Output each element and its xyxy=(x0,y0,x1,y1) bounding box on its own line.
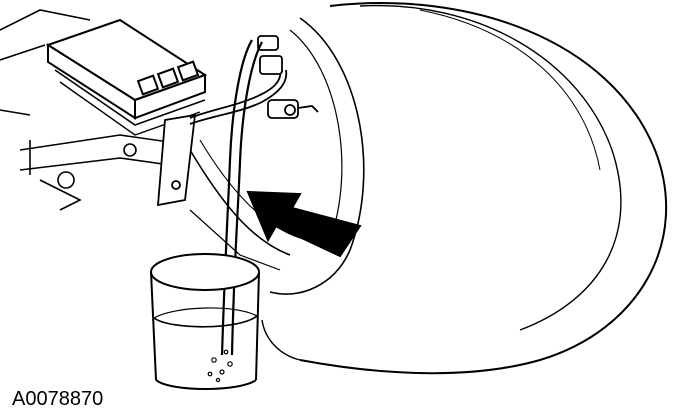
wheel-rim xyxy=(189,17,365,295)
pointer-arrow xyxy=(246,190,362,258)
tire xyxy=(261,2,668,375)
hose-bracket xyxy=(157,113,197,207)
bleeder-screw xyxy=(257,35,319,119)
collection-jar xyxy=(150,253,260,390)
leaf-spring xyxy=(45,18,208,136)
figure-id-label: A0078870 xyxy=(12,388,104,410)
air-bubbles xyxy=(207,349,233,383)
brake-line xyxy=(189,69,288,125)
